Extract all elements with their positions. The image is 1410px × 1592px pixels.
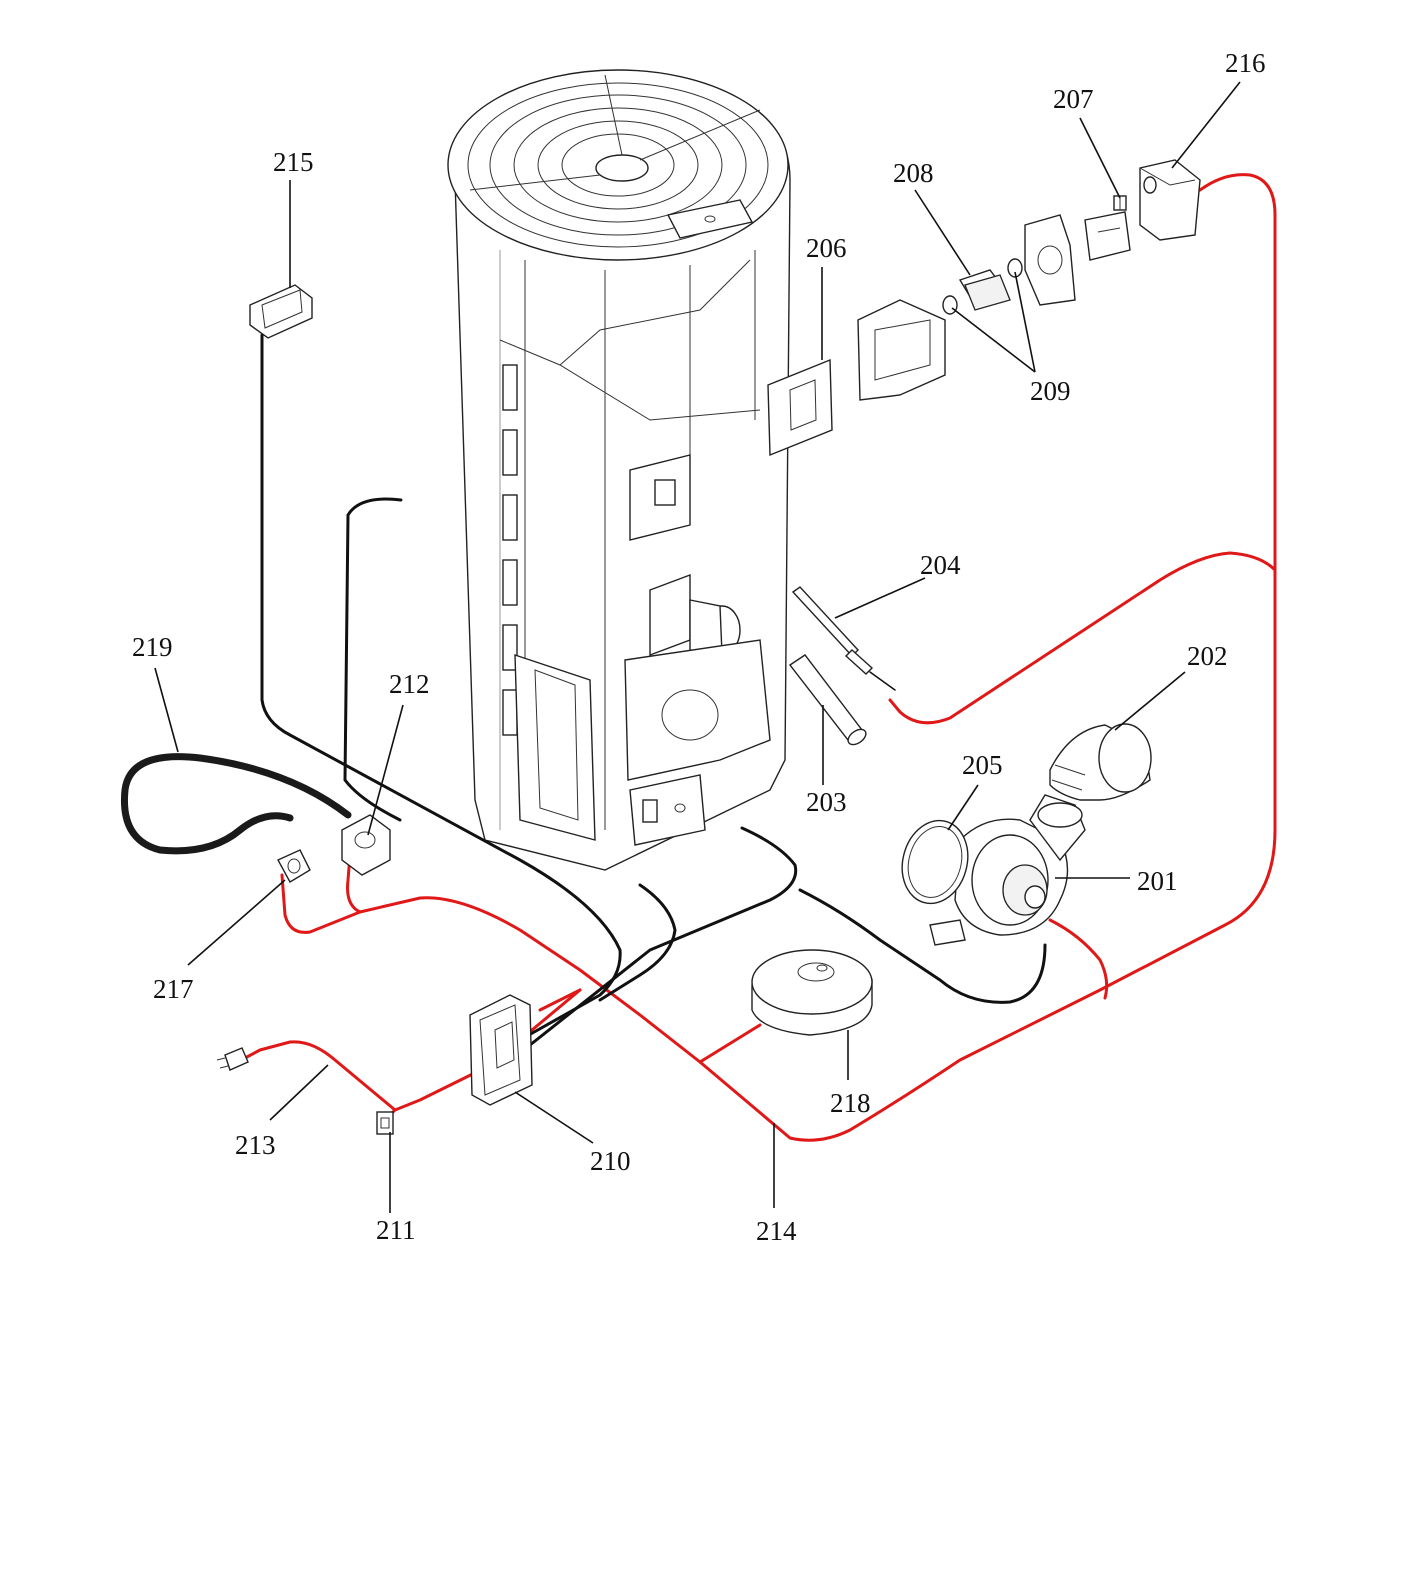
label-210: 210 [590, 1146, 631, 1176]
label-218: 218 [830, 1088, 871, 1118]
leader-lines [154, 81, 1241, 1213]
top-grille [467, 74, 769, 248]
bearing-plates [1024, 211, 1131, 306]
gasket-plate [767, 358, 833, 457]
signal-wiring [260, 333, 1047, 1047]
part-number-labels: 201 202 203 204 205 206 207 208 209 210 … [132, 48, 1266, 1246]
label-214: 214 [756, 1216, 797, 1246]
label-207: 207 [1053, 84, 1094, 114]
power-switch [376, 1111, 394, 1135]
label-209: 209 [1030, 376, 1071, 406]
vacuum-hose [120, 753, 352, 855]
label-202: 202 [1187, 641, 1228, 671]
stove-body [447, 69, 791, 871]
label-201: 201 [1137, 866, 1178, 896]
fan-gasket [901, 819, 969, 905]
label-219: 219 [132, 632, 173, 662]
set-screw [1113, 195, 1127, 211]
ignitor-sleeve [788, 654, 867, 746]
vacuum-switch [341, 814, 391, 876]
side-slots [502, 364, 518, 736]
exhaust-elbow [1049, 723, 1152, 801]
auger-motor [1139, 159, 1201, 241]
ignitor [791, 586, 896, 691]
label-205: 205 [962, 750, 1003, 780]
room-blower [751, 949, 873, 1036]
label-216: 216 [1225, 48, 1266, 78]
limit-switch [277, 849, 311, 883]
label-204: 204 [920, 550, 961, 580]
label-208: 208 [893, 158, 934, 188]
control-panel [249, 284, 313, 339]
label-217: 217 [153, 974, 194, 1004]
label-203: 203 [806, 787, 847, 817]
label-211: 211 [376, 1215, 416, 1245]
label-206: 206 [806, 233, 847, 263]
label-215: 215 [273, 147, 314, 177]
control-board [469, 994, 533, 1106]
power-wiring [243, 173, 1277, 1142]
auger-bracket [857, 269, 1011, 401]
label-213: 213 [235, 1130, 276, 1160]
label-212: 212 [389, 669, 430, 699]
power-plug [216, 1047, 249, 1071]
combustion-fan [929, 794, 1086, 946]
